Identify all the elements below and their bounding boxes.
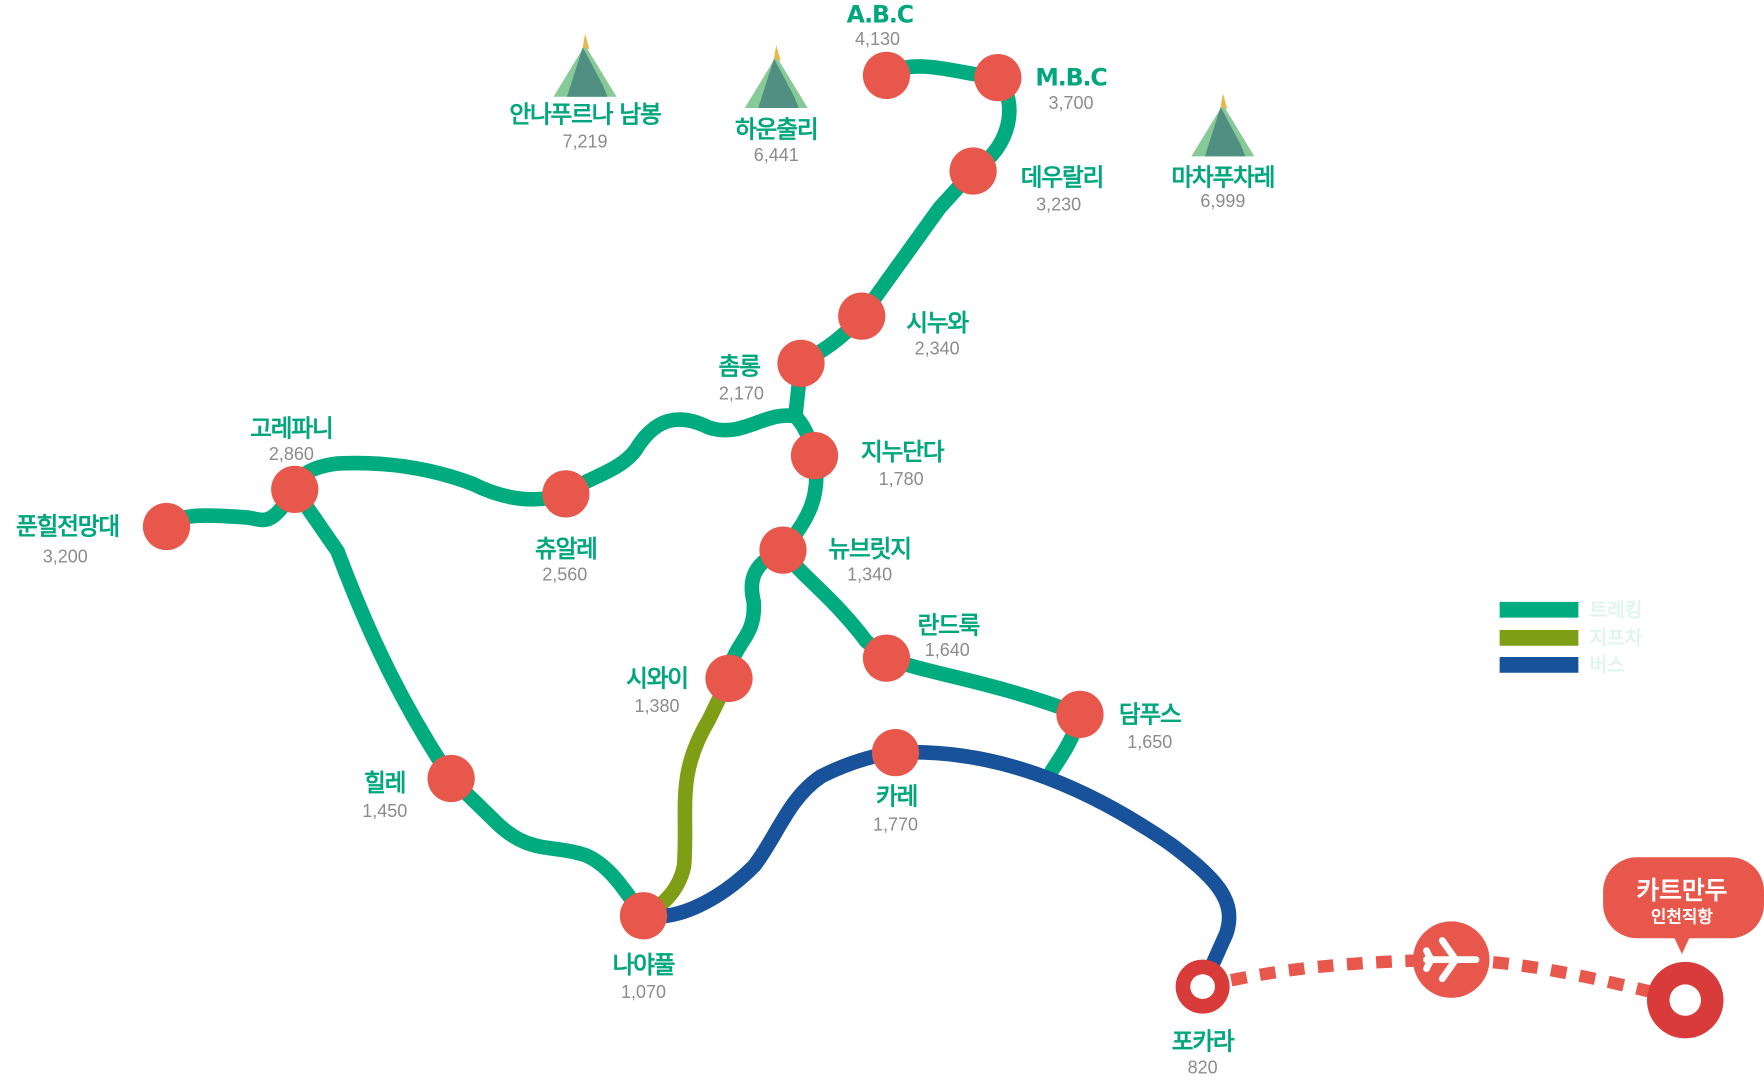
peak-machapuchare: 마차푸차레 6,999 [1171, 93, 1275, 211]
peak-elevation: 7,219 [562, 131, 607, 151]
node-newbridge[interactable] [759, 526, 807, 574]
peak-annapurna-south: 안나푸르나 남봉 7,219 [509, 33, 662, 151]
elevation-deurali: 3,230 [1036, 194, 1081, 214]
node-siwai[interactable] [705, 654, 753, 702]
node-mbc[interactable] [974, 54, 1022, 102]
node-deurali[interactable] [949, 147, 997, 195]
label-newbridge: 뉴브릿지 [828, 535, 910, 563]
label-chomrong: 촘롱 [719, 353, 761, 381]
route-mbc-chomrong [793, 70, 1017, 371]
peak-hiunchuli: 하운출리 6,441 [735, 45, 819, 165]
elevation-hile: 1,450 [362, 801, 407, 821]
elevation-landruk: 1,640 [925, 640, 970, 660]
route-newbridge-dhampus [775, 542, 1088, 778]
elevation-chuile: 2,560 [542, 565, 587, 585]
elevation-nayapul: 1,070 [621, 982, 666, 1002]
elevation-chomrong: 2,170 [719, 383, 764, 403]
node-landruk[interactable] [862, 634, 911, 682]
elevation-ghorepani: 2,860 [269, 444, 314, 464]
legend-swatch-trekking [1499, 601, 1579, 618]
node-dhampus[interactable] [1056, 690, 1104, 738]
label-siwai: 시와이 [626, 664, 688, 692]
node-hile[interactable] [427, 754, 475, 803]
label-dhampus: 담푸스 [1119, 700, 1181, 728]
node-kare[interactable] [871, 729, 920, 777]
label-ghorepani: 고레파니 [250, 415, 332, 443]
elevation-jinudanda: 1,780 [879, 469, 924, 489]
mountain-icon [1191, 93, 1255, 157]
peak-elevation: 6,441 [754, 145, 799, 165]
route-nodes [142, 51, 1724, 1039]
label-nayapul: 나야풀 [613, 951, 675, 979]
elevation-sinuwa: 2,340 [915, 338, 960, 358]
peak-name: 하운출리 [735, 115, 817, 143]
peak-elevation: 6,999 [1200, 191, 1245, 211]
label-kare: 카레 [876, 782, 917, 810]
callout-title: 카트만두 [1636, 876, 1727, 905]
label-poonhill: 푼힐전망대 [16, 512, 119, 540]
node-kathmandu[interactable] [1647, 961, 1724, 1039]
peak-name: 마차푸차레 [1171, 164, 1274, 192]
node-abc[interactable] [862, 51, 911, 99]
elevation-siwai: 1,380 [634, 696, 679, 716]
elevation-dhampus: 1,650 [1127, 732, 1172, 752]
elevation-kare: 1,770 [873, 814, 918, 834]
legend-label-jeep: 지프차 [1590, 627, 1643, 650]
elevation-pokhara: 820 [1188, 1057, 1218, 1077]
node-labels: A.B.C 4,130 M.B.C 3,700 데우랄리 3,230 시누와 2… [16, 1, 1236, 1078]
mountain-icon [744, 45, 808, 108]
bus-route-nayapul-pokhara [636, 744, 1237, 994]
elevation-abc: 4,130 [855, 29, 900, 49]
legend-swatch-jeep [1499, 630, 1579, 646]
route-ghorepani-nayapul [287, 482, 651, 924]
label-sinuwa: 시누와 [906, 309, 969, 337]
node-sinuwa[interactable] [838, 292, 886, 340]
node-ghorepani[interactable] [271, 465, 319, 513]
airplane-icon [1413, 921, 1490, 998]
label-jinudanda: 지누단다 [861, 438, 945, 466]
mountain-icon [553, 33, 617, 97]
label-hile: 힐레 [364, 769, 405, 797]
label-pokhara: 포카라 [1172, 1028, 1235, 1056]
label-deurali: 데우랄리 [1021, 164, 1103, 192]
node-chuile[interactable] [542, 470, 590, 518]
legend-swatch-bus [1499, 657, 1579, 673]
label-landruk: 란드룩 [917, 611, 979, 639]
legend: 트레킹 지프차 버스 [1499, 599, 1643, 677]
kathmandu-callout: 카트만두 인천직항 [1603, 857, 1764, 954]
node-poonhill[interactable] [142, 502, 191, 551]
node-chomrong[interactable] [777, 339, 825, 387]
elevation-mbc: 3,700 [1048, 93, 1093, 113]
node-pokhara[interactable] [1175, 959, 1230, 1014]
label-abc: A.B.C [847, 1, 913, 29]
trekking-routes [159, 59, 1088, 924]
legend-label-trekking: 트레킹 [1590, 599, 1643, 622]
flight-route [1201, 953, 1687, 1007]
peak-name: 안나푸르나 남봉 [509, 101, 661, 129]
elevation-newbridge: 1,340 [847, 565, 892, 585]
node-jinudanda[interactable] [790, 432, 839, 480]
jeep-route-siwai-nayapul [636, 671, 737, 924]
node-nayapul[interactable] [619, 892, 668, 940]
legend-label-bus: 버스 [1590, 654, 1625, 677]
label-mbc: M.B.C [1035, 64, 1106, 92]
elevation-poonhill: 3,200 [43, 547, 88, 567]
route-jinudanda-siwai [721, 448, 824, 686]
label-chuile: 츄알레 [535, 535, 597, 563]
callout-subtitle: 인천직항 [1651, 907, 1714, 927]
